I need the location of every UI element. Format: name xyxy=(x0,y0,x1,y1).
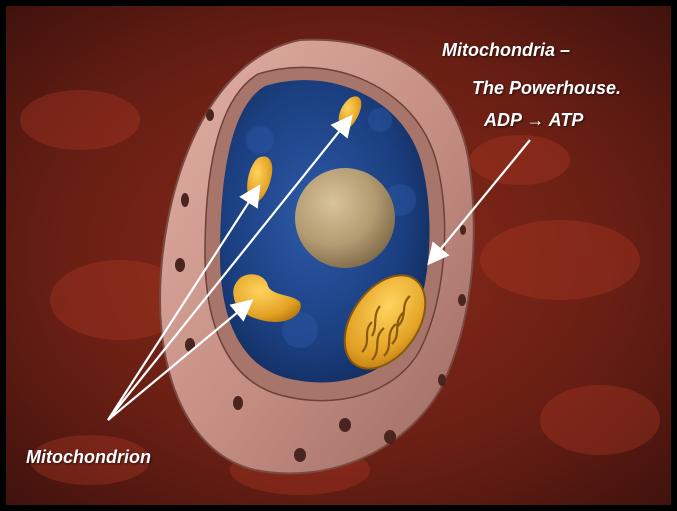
nucleus xyxy=(295,168,395,268)
title-line-3: ADP → ATP xyxy=(484,110,583,131)
mitochondrion-label: Mitochondrion xyxy=(26,447,151,468)
title-line-2: The Powerhouse. xyxy=(472,78,621,99)
title-line-1: Mitochondria – xyxy=(442,40,570,61)
